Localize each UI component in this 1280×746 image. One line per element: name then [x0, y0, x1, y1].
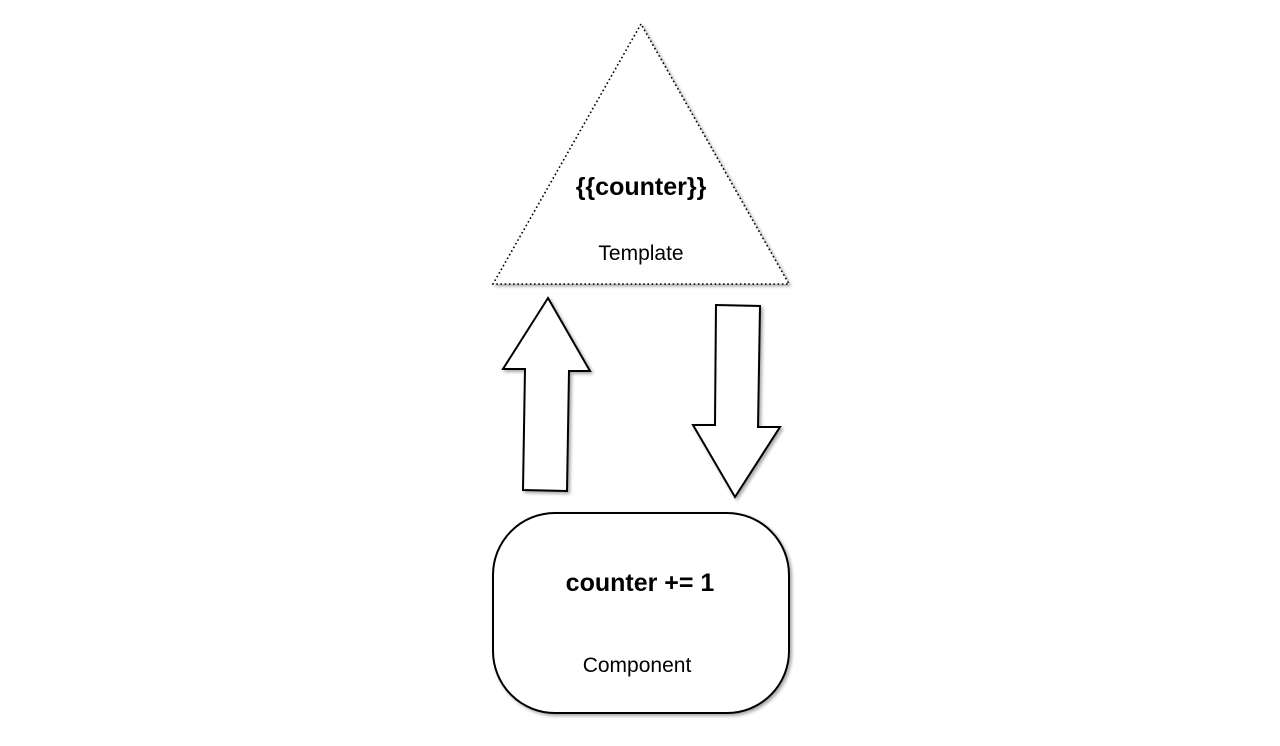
component-box — [492, 512, 790, 714]
up-arrow-icon — [501, 296, 592, 493]
component-label: Component — [582, 654, 692, 677]
component-expression: counter += 1 — [565, 569, 715, 597]
down-arrow-icon — [691, 303, 782, 499]
template-expression: {{counter}} — [575, 173, 707, 201]
template-label: Template — [598, 242, 684, 265]
template-triangle — [491, 22, 791, 285]
